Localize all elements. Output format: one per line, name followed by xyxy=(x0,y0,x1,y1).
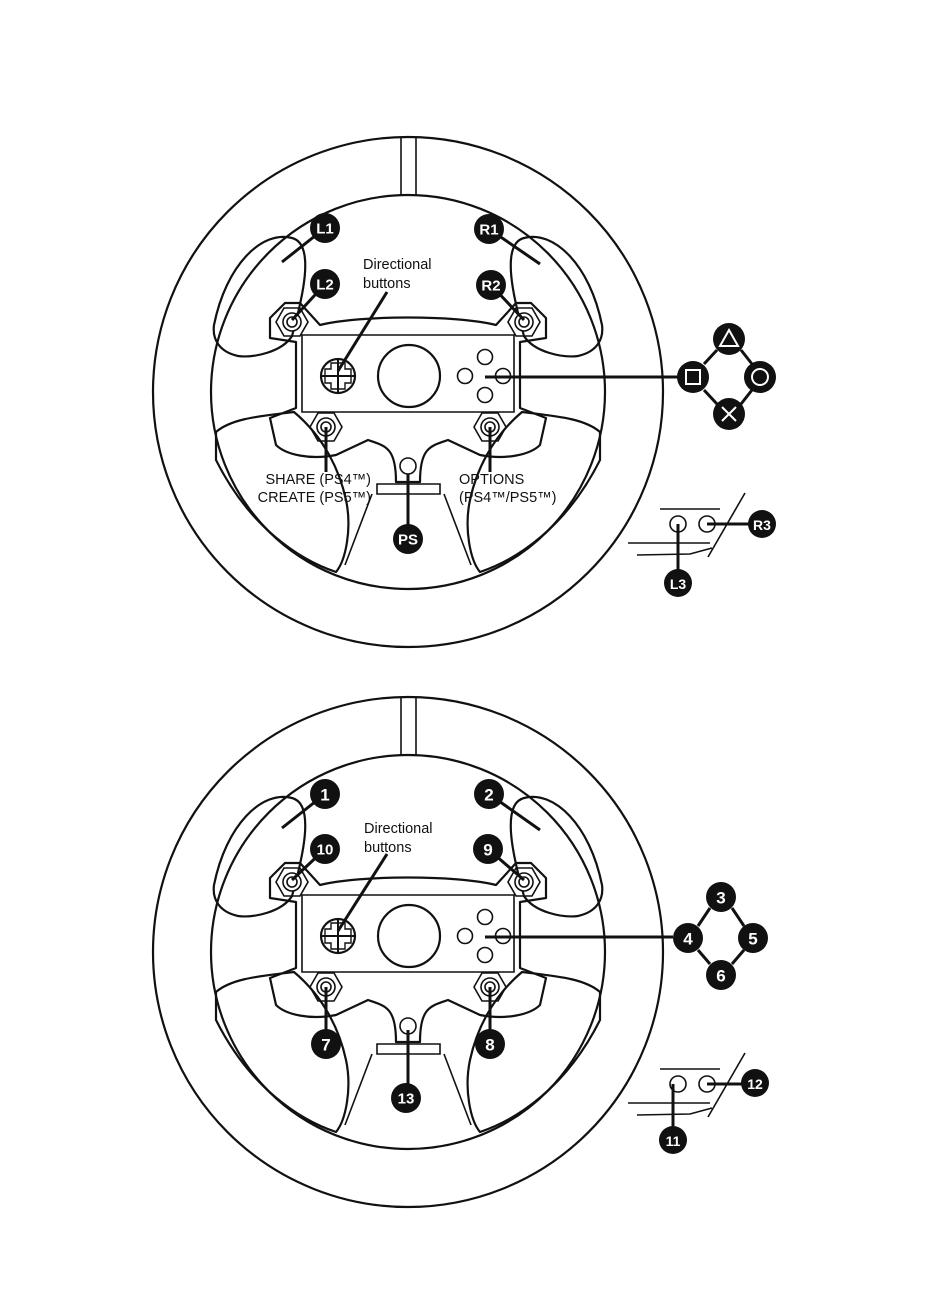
wheel-diagram-ps-labels: L1 R1 L2 R2 PS L3 R3 xyxy=(153,137,776,647)
svg-text:10: 10 xyxy=(317,842,334,859)
badge-r3: R3 xyxy=(748,510,776,538)
svg-text:5: 5 xyxy=(748,930,757,949)
svg-text:8: 8 xyxy=(485,1036,494,1055)
svg-text:R2: R2 xyxy=(481,278,500,295)
svg-text:L3: L3 xyxy=(670,576,687,592)
badge-12: 12 xyxy=(741,1069,769,1097)
badge-9: 9 xyxy=(473,834,503,864)
face-buttons-cluster xyxy=(677,323,776,430)
badge-5: 5 xyxy=(738,923,768,953)
svg-text:7: 7 xyxy=(321,1036,330,1055)
badge-6: 6 xyxy=(706,960,736,990)
badge-11: 11 xyxy=(659,1126,687,1154)
badge-r1: R1 xyxy=(474,214,504,244)
svg-text:11: 11 xyxy=(666,1133,681,1149)
svg-text:L2: L2 xyxy=(316,277,334,294)
badge-8: 8 xyxy=(475,1029,505,1059)
badge-10: 10 xyxy=(310,834,340,864)
badge-2: 2 xyxy=(474,779,504,809)
badge-l3: L3 xyxy=(664,569,692,597)
svg-text:PS: PS xyxy=(398,532,418,549)
directional-buttons-label: Directional xyxy=(363,257,432,273)
wheel-illustration xyxy=(153,697,663,1207)
svg-text:R1: R1 xyxy=(479,222,498,239)
leader-line xyxy=(338,292,387,371)
svg-text:13: 13 xyxy=(398,1091,415,1108)
triangle-button-icon xyxy=(713,323,745,355)
circle-button-icon xyxy=(744,361,776,393)
badge-l1: L1 xyxy=(310,213,340,243)
badge-1: 1 xyxy=(310,779,340,809)
directional-buttons-label: buttons xyxy=(364,840,412,856)
badge-3: 3 xyxy=(706,882,736,912)
wheel-illustration xyxy=(153,137,663,647)
badge-7: 7 xyxy=(311,1029,341,1059)
badge-13: 13 xyxy=(391,1083,421,1113)
svg-text:2: 2 xyxy=(484,786,493,805)
badge-4: 4 xyxy=(673,923,703,953)
svg-text:R3: R3 xyxy=(753,517,771,533)
svg-text:9: 9 xyxy=(483,841,492,860)
wheel-diagram-numbered: 1 2 10 9 7 8 13 11 12 3 4 5 6 Directiona… xyxy=(153,697,769,1207)
badge-r2: R2 xyxy=(476,270,506,300)
directional-buttons-label: Directional xyxy=(364,821,433,837)
share-create-label: CREATE (PS5™) xyxy=(258,490,371,506)
badge-l2: L2 xyxy=(310,269,340,299)
svg-text:3: 3 xyxy=(716,889,725,908)
svg-text:6: 6 xyxy=(716,967,725,986)
svg-text:L1: L1 xyxy=(316,221,334,238)
square-button-icon xyxy=(677,361,709,393)
face-buttons-cluster: 3 4 5 6 xyxy=(673,882,768,990)
options-label: OPTIONS xyxy=(459,472,524,488)
svg-text:4: 4 xyxy=(683,930,693,949)
share-create-label: SHARE (PS4™) xyxy=(265,472,371,488)
leader-line xyxy=(338,854,387,931)
options-label: (PS4™/PS5™) xyxy=(459,490,557,506)
badge-ps: PS xyxy=(393,524,423,554)
svg-text:12: 12 xyxy=(747,1076,763,1092)
directional-buttons-label: buttons xyxy=(363,276,411,292)
svg-text:1: 1 xyxy=(320,786,329,805)
